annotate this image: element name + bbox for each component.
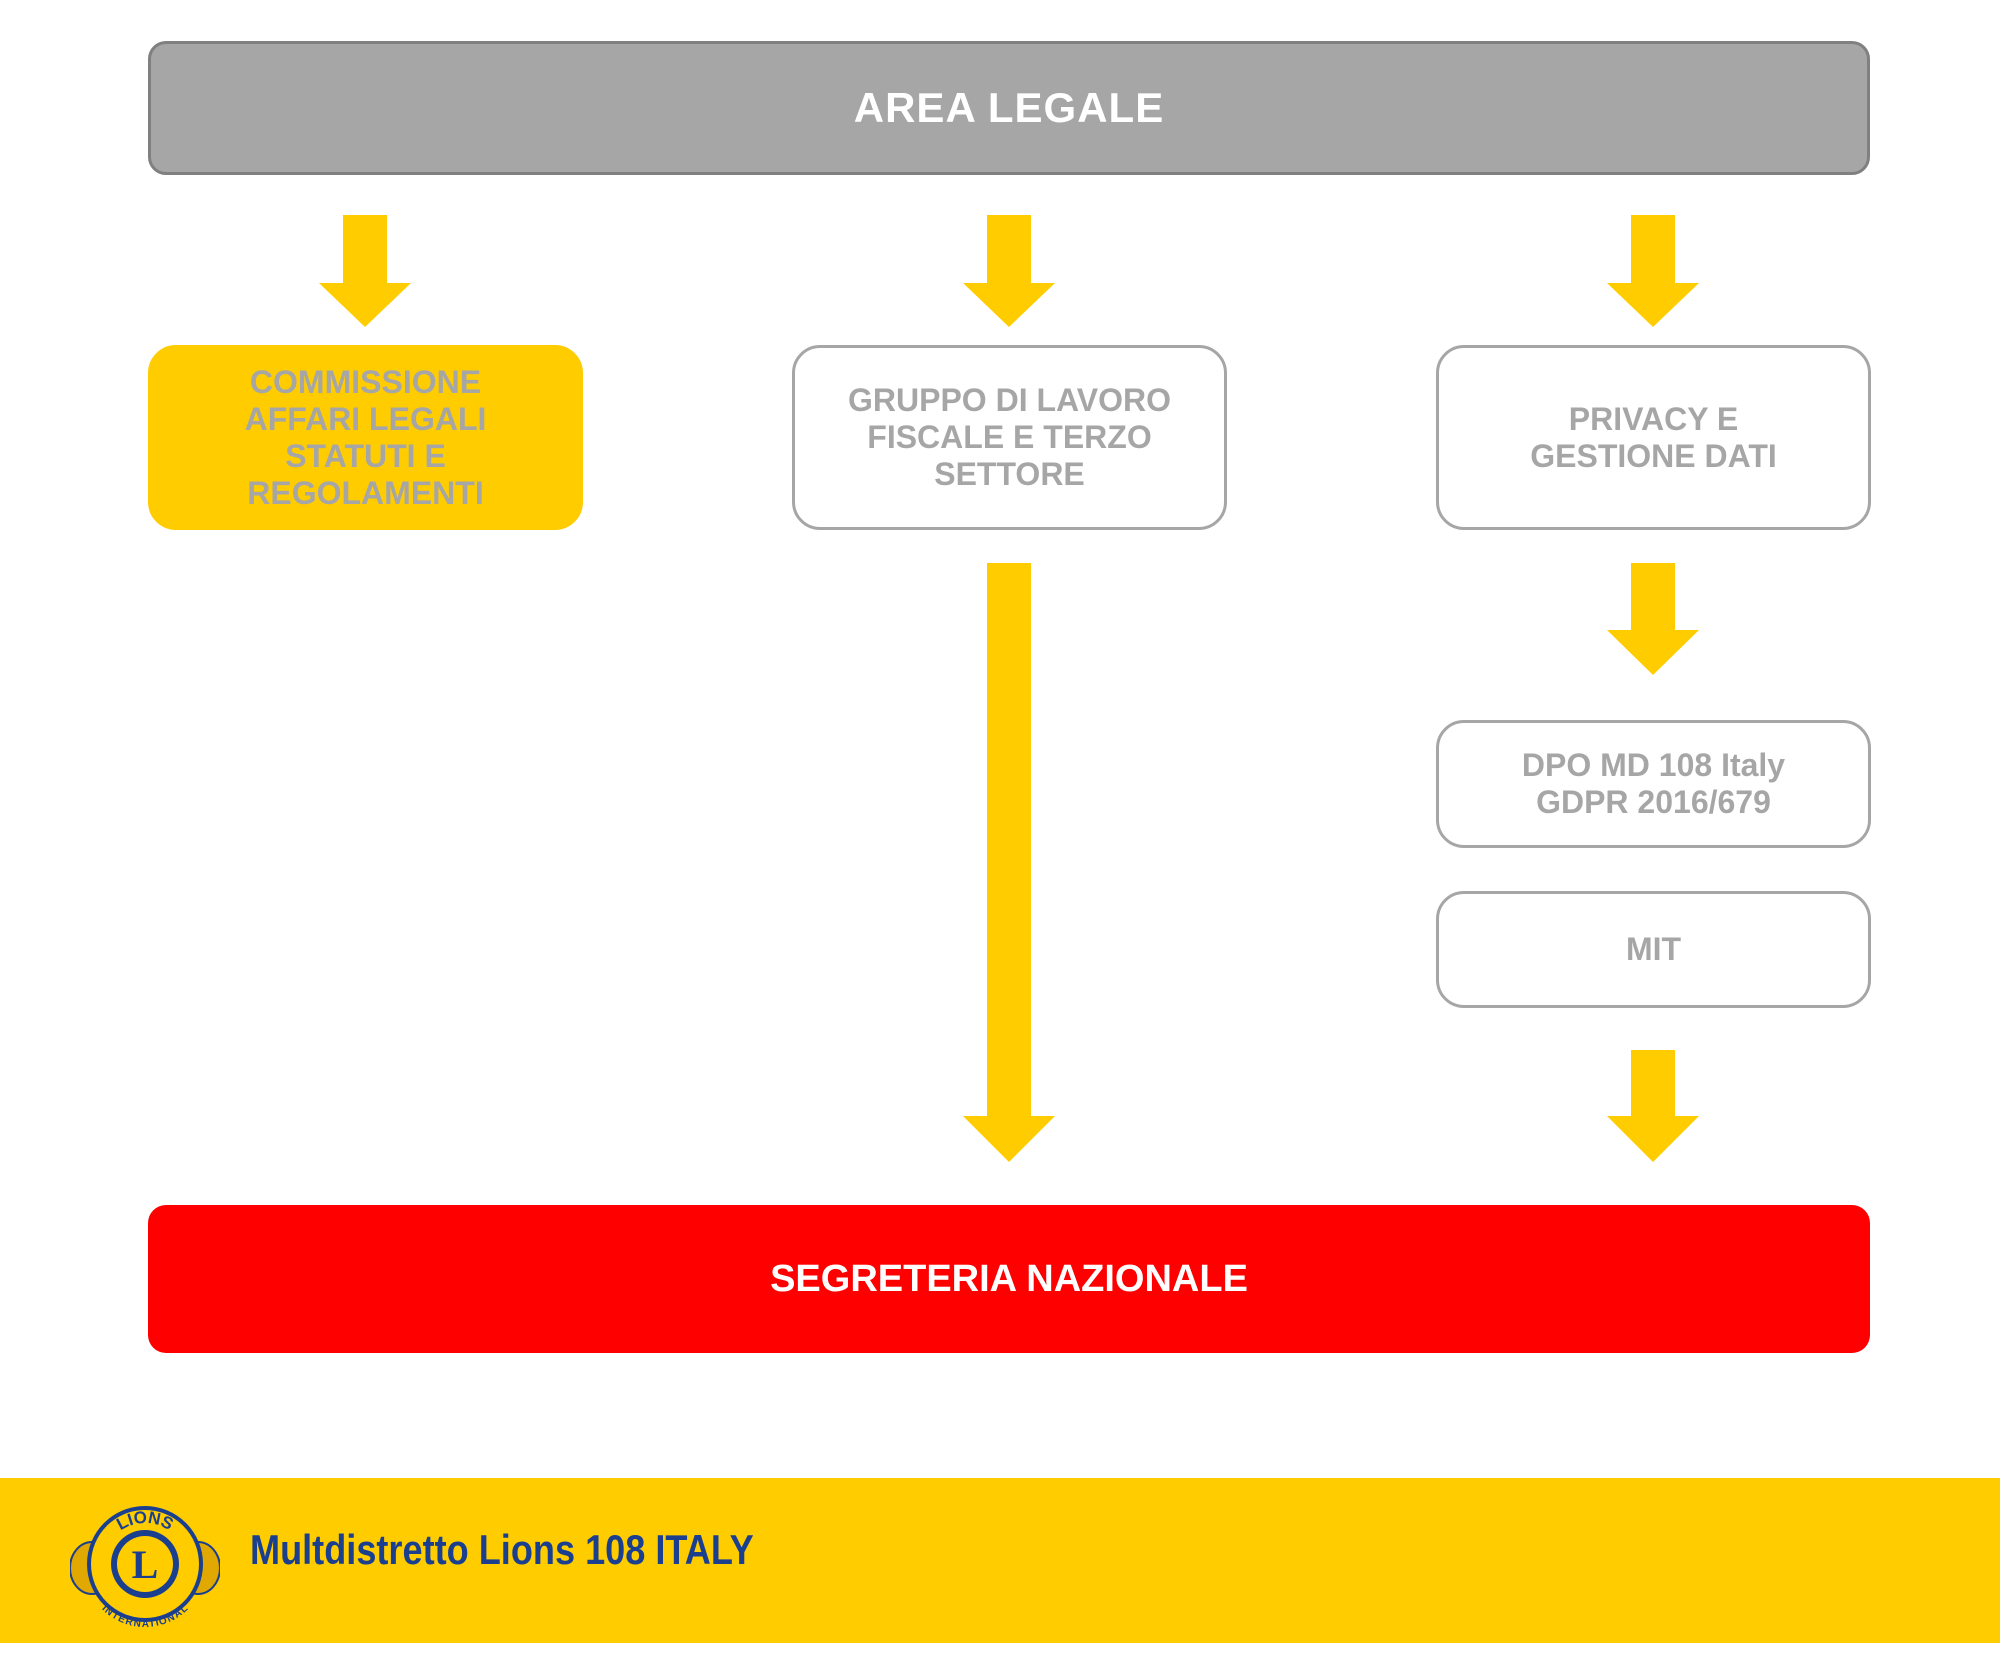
commissione-label: COMMISSIONE AFFARI LEGALI STATUTI E REGO… [244,363,487,511]
mit-label: MIT [1625,931,1682,967]
area-legale-box: AREA LEGALE [148,41,1870,175]
logo-center-letter: L [132,1542,159,1587]
arrow-down-icon [1607,1050,1699,1162]
arrow-down-icon [1607,563,1699,675]
dpo-box: DPO MD 108 Italy GDPR 2016/679 [1436,720,1871,848]
gruppo-label: GRUPPO DI LAVORO FISCALE E TERZO SETTORE [848,382,1171,492]
lions-logo-icon: LIONS INTERNATIONAL L [70,1506,220,1630]
dpo-label: DPO MD 108 Italy GDPR 2016/679 [1521,747,1786,820]
privacy-box: PRIVACY E GESTIONE DATI [1436,345,1871,530]
footer-text: Multdistretto Lions 108 ITALY [250,1526,754,1573]
arrow-down-icon [963,215,1055,327]
area-legale-title: AREA LEGALE [853,84,1165,131]
segreteria-title: SEGRETERIA NAZIONALE [770,1257,1248,1300]
mit-box: MIT [1436,891,1871,1008]
arrow-down-icon [1607,215,1699,327]
arrow-down-icon [319,215,411,327]
privacy-label: PRIVACY E GESTIONE DATI [1530,400,1777,474]
gruppo-lavoro-box: GRUPPO DI LAVORO FISCALE E TERZO SETTORE [792,345,1227,530]
footer-bar: LIONS INTERNATIONAL L Multdistretto Lion… [0,1478,2000,1643]
arrow-down-icon [963,563,1055,1162]
commissione-affari-legali-box: COMMISSIONE AFFARI LEGALI STATUTI E REGO… [148,345,583,530]
segreteria-nazionale-box: SEGRETERIA NAZIONALE [148,1205,1870,1353]
